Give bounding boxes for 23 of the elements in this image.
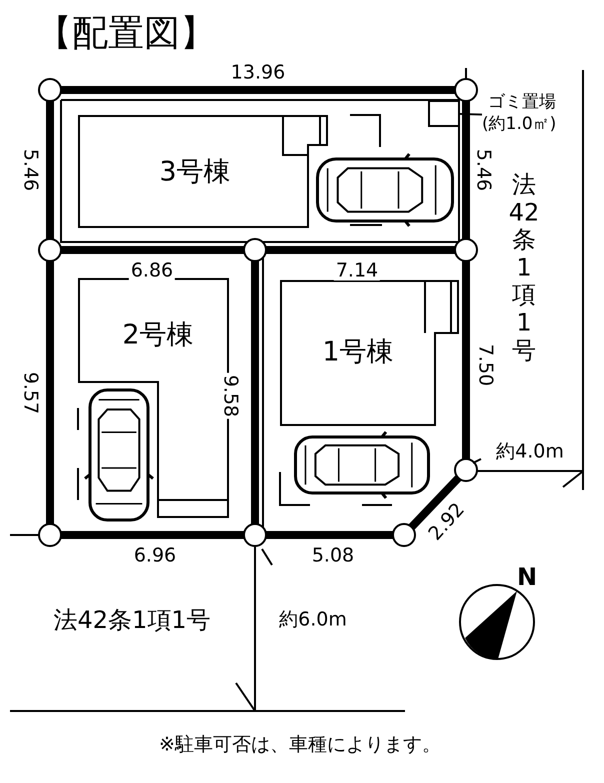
dimension-label: 6.96: [134, 546, 176, 566]
dimension-label: 7.50: [476, 344, 494, 386]
dimension-label: 5.46: [474, 148, 492, 192]
dimension-label: 5.46: [20, 148, 40, 192]
garbage-area-label: (約1.0㎡): [482, 116, 556, 133]
dimension-label: 約6.0m: [279, 610, 347, 630]
dimension-label: 5.08: [312, 546, 354, 566]
title: 【配置図】: [36, 16, 216, 52]
dimension-label: 13.96: [230, 64, 286, 82]
dimension-label: 約4.0m: [496, 442, 564, 462]
dimension-label: 6.86: [128, 262, 176, 280]
dimension-label: 7.14: [334, 262, 380, 280]
note: ※駐車可否は、車種によります。: [159, 736, 441, 754]
road-label: 法42条1項1号: [53, 608, 211, 632]
building-label: 2号棟: [122, 322, 194, 348]
garbage-area-label: ゴミ置場: [488, 94, 556, 111]
building-label: 1号棟: [322, 338, 394, 366]
leader-line: [460, 113, 482, 116]
north-label: N: [516, 565, 538, 589]
dimension-label: 9.57: [20, 372, 40, 414]
garbage-area-box: [428, 100, 460, 127]
building-label: 3号棟: [159, 158, 231, 186]
road-label: 法42条1項1号: [508, 171, 540, 365]
